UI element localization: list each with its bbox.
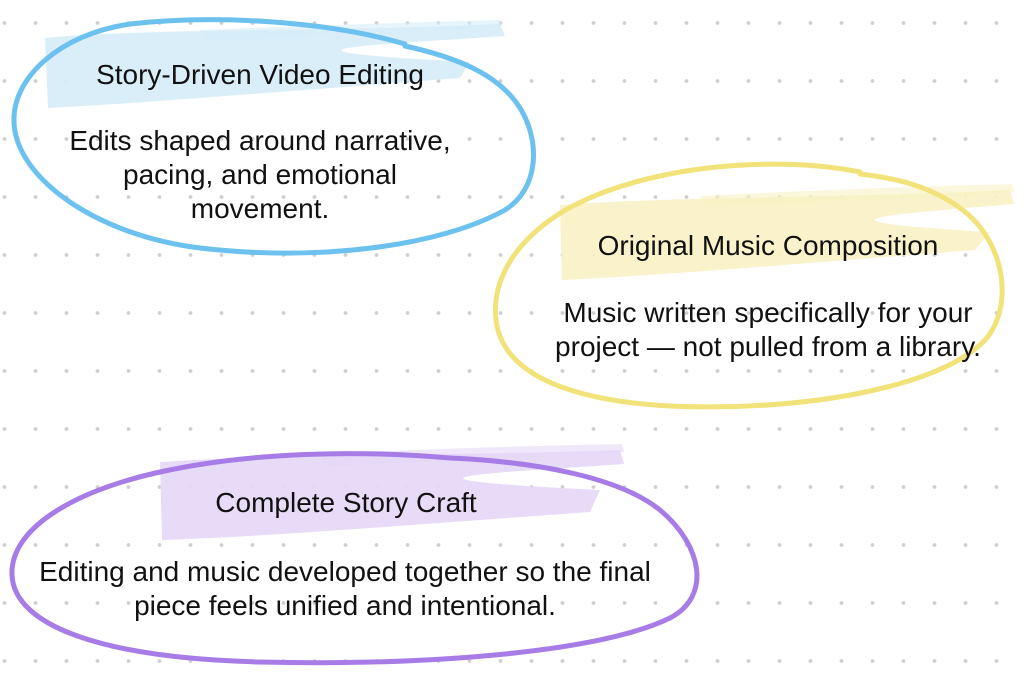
- card-title: Complete Story Craft: [215, 487, 477, 518]
- circle-outline-3: [9, 451, 700, 666]
- card-title: Original Music Composition: [597, 230, 939, 261]
- card-description: Music written specifically for your proj…: [555, 297, 981, 362]
- circle-outline-2: [492, 161, 1005, 410]
- brush-stroke-2: [560, 184, 1014, 280]
- brush-stroke-3: [160, 444, 624, 540]
- card-description: Editing and music developed together so …: [39, 556, 651, 621]
- circle-outline-1: [11, 17, 536, 256]
- card-title: Story-Driven Video Editing: [96, 59, 424, 90]
- card-description: Edits shaped around narrative, pacing, a…: [69, 125, 451, 224]
